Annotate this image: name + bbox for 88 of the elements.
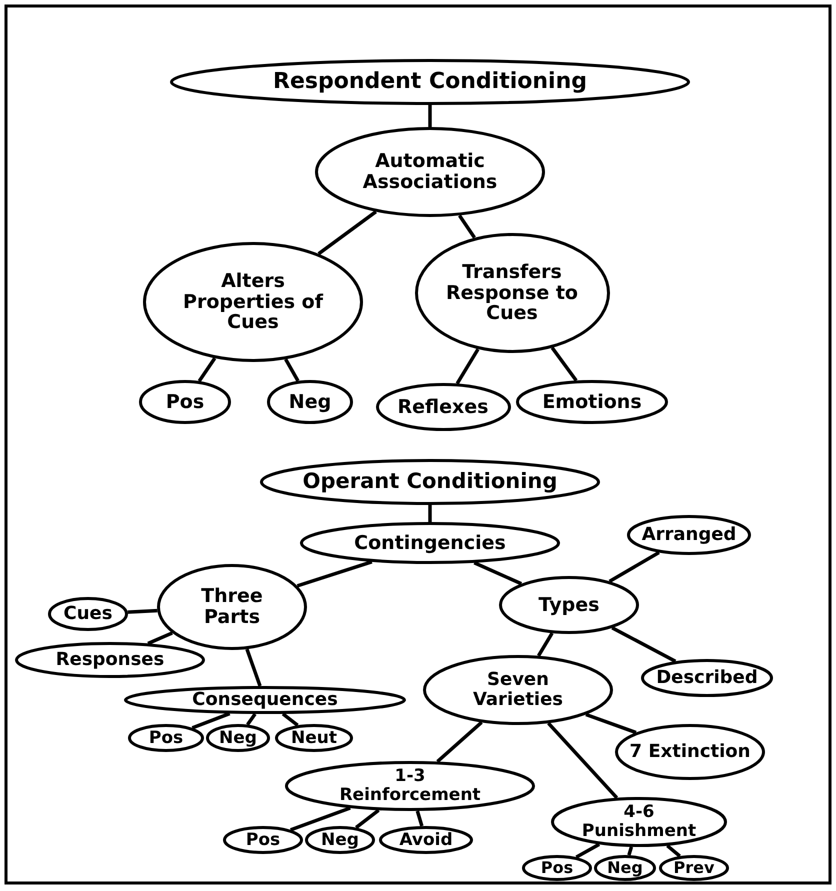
oval-node: [128, 724, 204, 752]
connector-line: [428, 505, 432, 522]
oval-node: [139, 380, 231, 424]
connector-line: [245, 648, 262, 687]
node-label: Operant Conditioning: [302, 470, 558, 494]
connector-line: [192, 712, 230, 730]
node-label: Prev: [672, 859, 716, 877]
oval-node: [48, 597, 128, 631]
oval-node: [285, 761, 535, 811]
oval-node: [594, 855, 656, 881]
connector-line: [282, 712, 299, 727]
node-label: 7 Extinction: [628, 742, 752, 762]
connector-line: [611, 626, 676, 663]
oval-node: [206, 724, 270, 752]
connector-line: [246, 712, 256, 726]
oval-node: [414, 233, 610, 353]
node-label: Transfers Response to Cues: [445, 262, 579, 324]
oval-node: [275, 724, 353, 752]
node-label: Avoid: [398, 830, 454, 850]
node-label: Consequences: [191, 690, 339, 710]
connector-line: [284, 358, 300, 382]
node-label: Described: [655, 668, 759, 688]
node-label: Neg: [288, 392, 332, 412]
oval-node: [641, 659, 773, 697]
node-label: Pos: [148, 728, 184, 748]
oval-node: [315, 127, 545, 217]
oval-node: [499, 576, 639, 634]
oval-node: [305, 826, 375, 854]
connector-line: [355, 808, 380, 829]
node-label: Contingencies: [353, 532, 507, 554]
oval-node: [15, 642, 205, 678]
node-label: Cues: [62, 604, 114, 624]
oval-node: [260, 459, 600, 505]
node-label: Neg: [320, 830, 360, 850]
node-label: Responses: [54, 650, 166, 670]
node-label: Neg: [218, 728, 258, 748]
oval-node: [143, 242, 363, 362]
connector-line: [128, 608, 158, 614]
oval-node: [223, 826, 303, 854]
oval-node: [522, 855, 592, 881]
connector-line: [147, 631, 173, 646]
node-label: Pos: [244, 830, 282, 850]
oval-node: [516, 380, 668, 424]
node-label: Neut: [290, 728, 338, 748]
connector-line: [416, 810, 424, 827]
connector-line: [627, 846, 634, 856]
node-label: Seven Varieties: [472, 670, 564, 710]
node-label: Alters Properties of Cues: [182, 270, 324, 334]
node-label: Three Parts: [200, 586, 264, 628]
node-label: 4-6 Punishment: [580, 803, 698, 841]
connector-line: [585, 712, 637, 734]
connector-line: [198, 357, 216, 382]
connector-line: [296, 560, 372, 588]
oval-node: [627, 515, 751, 555]
node-label: Arranged: [640, 525, 738, 545]
oval-node: [267, 380, 353, 424]
connector-line: [666, 844, 681, 858]
connector-line: [458, 214, 476, 239]
connector-line: [428, 105, 432, 127]
node-label: Neg: [606, 859, 644, 877]
connector-line: [537, 632, 554, 657]
node-label: Pos: [540, 859, 574, 877]
oval-node: [157, 564, 307, 650]
node-label: Types: [538, 594, 600, 616]
connector-line: [575, 842, 600, 859]
oval-node: [615, 724, 765, 780]
oval-node: [659, 855, 729, 881]
connector-line: [318, 210, 377, 256]
connector-line: [474, 561, 522, 586]
node-label: Respondent Conditioning: [272, 70, 588, 94]
connector-line: [550, 346, 578, 382]
node-label: Reflexes: [396, 396, 490, 418]
node-label: 1-3 Reinforcement: [338, 767, 482, 805]
node-label: Pos: [164, 392, 206, 412]
oval-node: [124, 686, 406, 714]
node-label: Emotions: [541, 392, 643, 412]
connector-line: [608, 550, 660, 583]
connector-line: [547, 722, 618, 799]
connector-line: [436, 721, 483, 763]
connector-line: [290, 806, 351, 832]
node-label: Automatic Associations: [362, 151, 498, 193]
oval-node: [379, 826, 473, 854]
oval-node: [551, 797, 727, 847]
oval-node: [170, 59, 690, 105]
oval-node: [300, 522, 560, 564]
connector-line: [456, 348, 480, 384]
oval-node: [376, 383, 510, 431]
oval-node: [423, 655, 613, 725]
